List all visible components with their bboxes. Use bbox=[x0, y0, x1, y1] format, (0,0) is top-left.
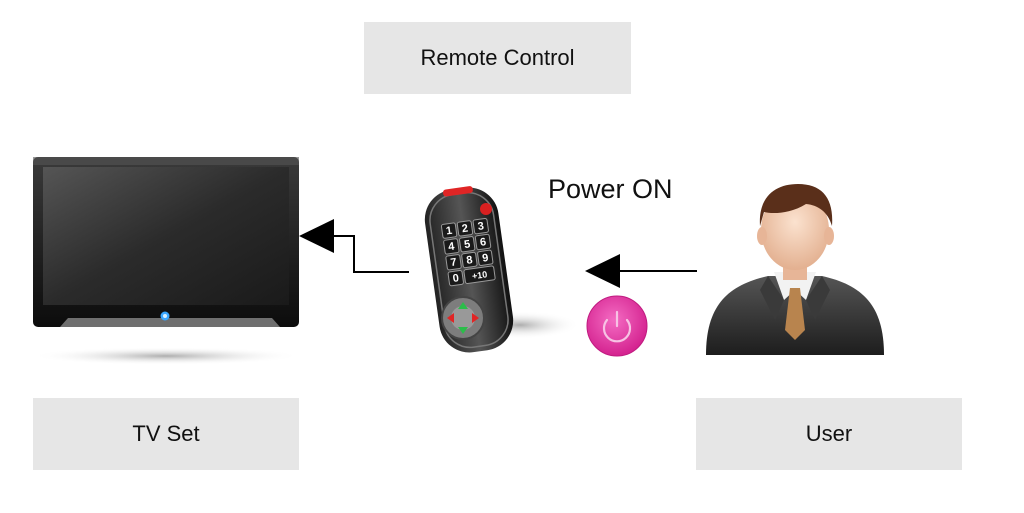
remote-key-label: 4 bbox=[448, 240, 457, 253]
user-icon bbox=[706, 184, 884, 357]
remote-key-label: 3 bbox=[477, 220, 485, 233]
television-icon bbox=[31, 157, 301, 365]
remote-key-label: 1 bbox=[445, 225, 453, 238]
remote-key-label: 8 bbox=[466, 254, 474, 267]
remote-key bbox=[447, 269, 464, 287]
remote-key-label: 7 bbox=[450, 256, 458, 269]
remote-key bbox=[459, 236, 476, 253]
remote-key-label: 9 bbox=[481, 252, 489, 265]
remote-key bbox=[445, 254, 462, 271]
remote-key-label: 6 bbox=[479, 236, 487, 249]
remote-key-label: 5 bbox=[463, 238, 471, 251]
remote-key bbox=[477, 249, 494, 266]
remote-control-label: Remote Control bbox=[364, 22, 631, 94]
remote-key bbox=[463, 265, 496, 285]
signal-arrow-to-remote bbox=[585, 254, 697, 288]
remote-key-label: 0 bbox=[452, 272, 460, 285]
power-icon bbox=[586, 295, 648, 357]
power-on-label: Power ON bbox=[548, 174, 673, 204]
remote-key bbox=[474, 233, 492, 251]
remote-key bbox=[461, 251, 478, 269]
signal-arrow-to-tv bbox=[299, 219, 409, 273]
tv-set-label: TV Set bbox=[33, 398, 299, 470]
remote-key bbox=[456, 220, 474, 237]
remote-key bbox=[472, 217, 489, 235]
remote-key bbox=[443, 238, 460, 255]
remote-key-label: +10 bbox=[471, 269, 488, 281]
remote-key bbox=[440, 222, 458, 239]
remote-key-label: 2 bbox=[461, 222, 469, 235]
user-label: User bbox=[696, 398, 962, 470]
